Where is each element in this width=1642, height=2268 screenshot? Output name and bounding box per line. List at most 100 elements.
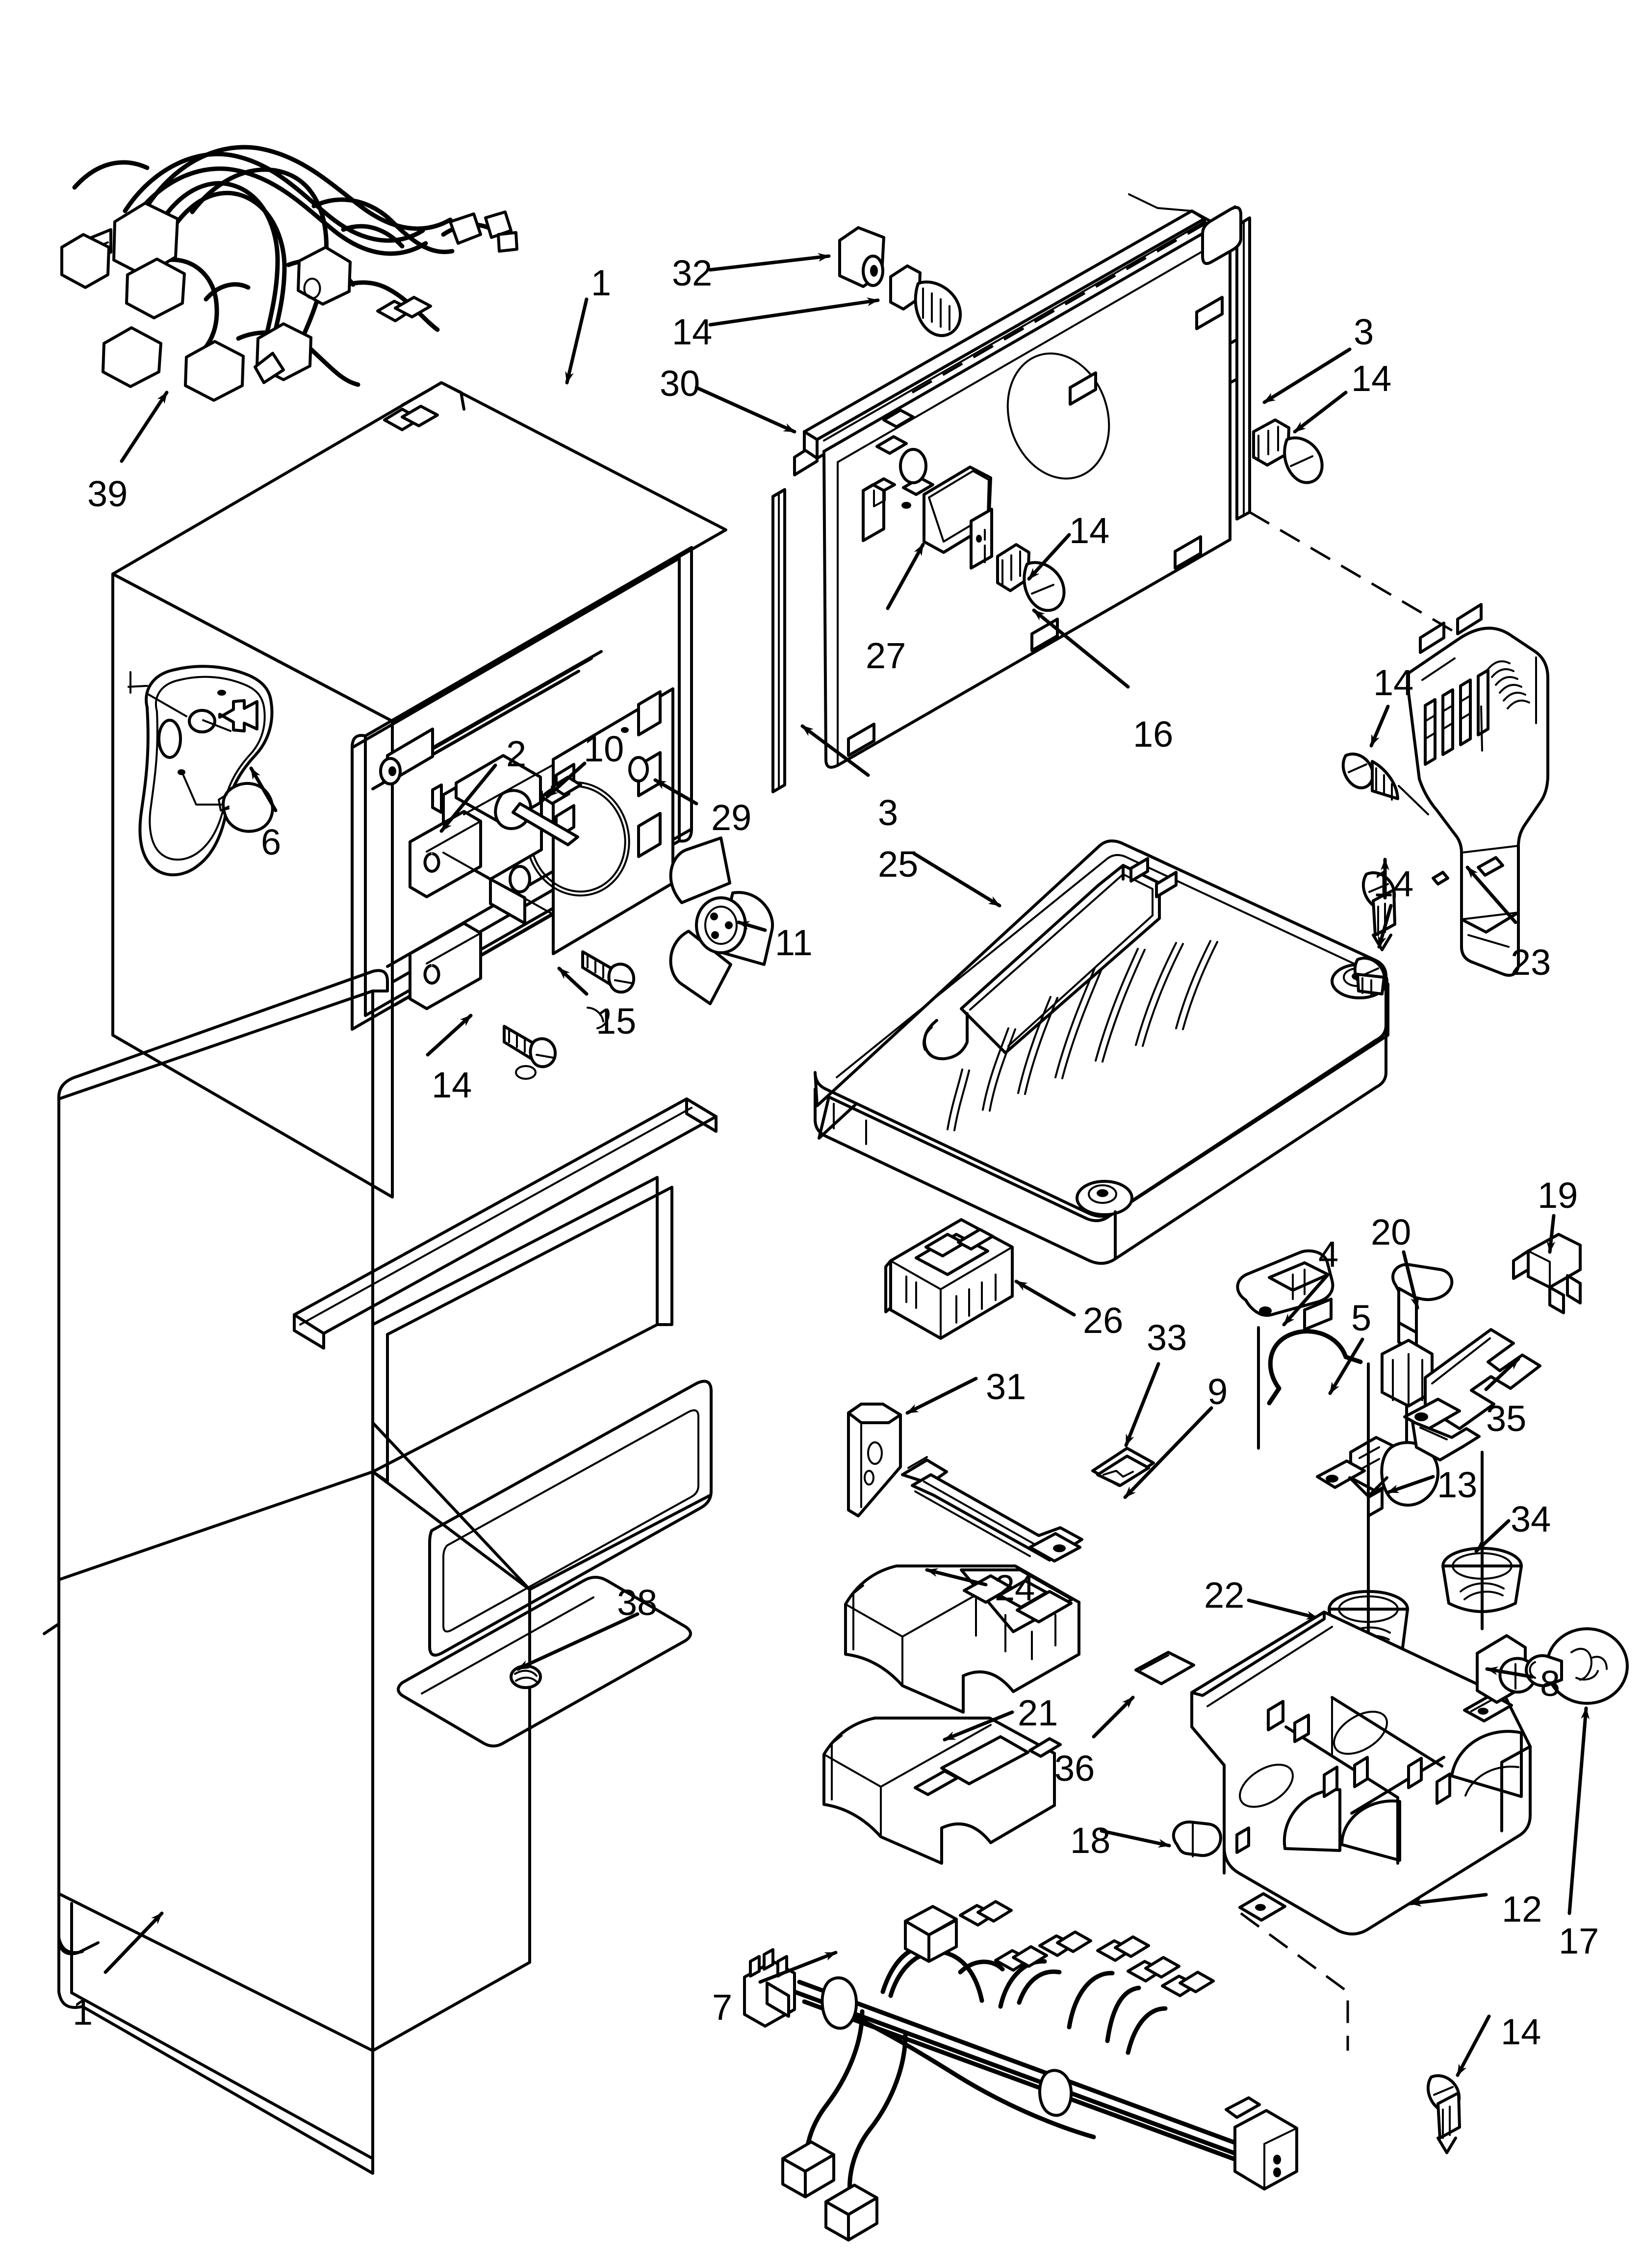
part-12-base-grille-pan: [1190, 1611, 1532, 1936]
leader-25: [912, 852, 1001, 908]
callout-number-14-c17: 14: [432, 1065, 472, 1105]
callout-number-32-c03: 32: [672, 253, 713, 293]
part-4-defrost-timer: [1236, 1249, 1334, 1450]
leader-1-upper: [565, 297, 589, 385]
leader-17: [1567, 1706, 1590, 1915]
callout-number-7-c44: 7: [712, 1987, 733, 2028]
leader-22: [1247, 1598, 1319, 1620]
leader-10: [545, 761, 587, 799]
part-19-terminal-connector: [1512, 1233, 1582, 1314]
leader-12: [1409, 1893, 1488, 1907]
callout-number-20-c24: 20: [1371, 1212, 1411, 1252]
leader-30: [694, 386, 796, 434]
leader-7: [758, 1951, 838, 1984]
callout-number-14-c07: 14: [1351, 358, 1392, 399]
callout-number-1-c02: 1: [591, 262, 612, 303]
leader-6: [249, 766, 278, 812]
callout-number-14-c21: 14: [1373, 863, 1414, 904]
leader-16: [1032, 608, 1130, 689]
leader-27: [886, 543, 925, 610]
leader-20: [1402, 1250, 1419, 1310]
callout-number-12-c41: 12: [1502, 1889, 1542, 1929]
leader-19: [1546, 1214, 1556, 1254]
part-39-wire-harness: [60, 145, 518, 431]
callout-number-11-c15: 11: [775, 922, 813, 963]
part-18-bulb-small: [1172, 1820, 1222, 1857]
callout-number-35-c31: 35: [1486, 1398, 1527, 1439]
callout-number-8-c39: 8: [1540, 1663, 1561, 1704]
callout-number-30-c05: 30: [660, 363, 700, 404]
part-33-clip-fastener: [1091, 1447, 1155, 1487]
callout-number-3-c18: 3: [878, 792, 898, 833]
callout-number-3-c06: 3: [1354, 312, 1374, 352]
leader-14-duct-b: [1377, 904, 1393, 949]
leader-11: [737, 920, 767, 932]
part-7-wire-harness-lower: [743, 1900, 1298, 2242]
callout-number-1-c43: 1: [73, 1992, 93, 2033]
callout-number-14-c08: 14: [1069, 510, 1110, 551]
leader-35: [1484, 1357, 1520, 1391]
callout-number-6-c14: 6: [261, 822, 282, 862]
part-9-linkage-rod: [901, 1456, 1083, 1563]
callout-number-19-c23: 19: [1538, 1175, 1578, 1216]
leader-33: [1124, 1362, 1160, 1447]
part-14-screw-bottom: [1426, 2074, 1461, 2154]
callout-number-14-c45: 14: [1501, 2011, 1541, 2052]
part-35-support-bracket: [1403, 1328, 1541, 1431]
leader-14-duct-a: [1369, 704, 1390, 748]
leader-14-rail: [1293, 391, 1348, 434]
leader-24: [925, 1568, 988, 1587]
leader-34: [1474, 1519, 1511, 1553]
callout-number-17-c42: 17: [1559, 1921, 1599, 1961]
callout-number-15-c16: 15: [596, 1001, 637, 1042]
part-24-light-housing-upper: [844, 1564, 1080, 1714]
part-13-roller-bracket: [1316, 1420, 1481, 1517]
callout-number-2-c11: 2: [506, 733, 527, 774]
callout-number-33-c28: 33: [1147, 1317, 1187, 1358]
leader-36: [1092, 1695, 1135, 1739]
leader-14-top: [708, 297, 880, 327]
part-34-cup-bearing: [1441, 1451, 1523, 1630]
callout-number-27-c09: 27: [866, 635, 906, 676]
part-32-spacer-bushing: [838, 226, 885, 288]
part-11-fan-blade: [669, 836, 774, 1005]
part-14-screw-rail: [1252, 418, 1324, 484]
callout-number-4-c25: 4: [1318, 1234, 1339, 1275]
leader-21: [943, 1710, 1014, 1742]
callout-number-22-c35: 22: [1204, 1575, 1245, 1616]
callout-number-14-c04: 14: [672, 312, 713, 352]
callout-number-9-c30: 9: [1207, 1371, 1228, 1412]
leader-38: [516, 1612, 640, 1671]
part-14-screw-top: [889, 264, 962, 337]
callout-number-23-c22: 23: [1511, 942, 1551, 983]
callout-number-29-c13: 29: [711, 797, 752, 838]
callout-number-26-c27: 26: [1083, 1300, 1124, 1341]
callout-number-13-c32: 13: [1437, 1464, 1478, 1505]
part-3-side-rail-right: [1201, 206, 1251, 521]
leader-13: [1386, 1475, 1435, 1494]
leader-31: [905, 1377, 978, 1415]
leader-4: [1282, 1274, 1329, 1327]
callout-number-31-c29: 31: [986, 1366, 1026, 1407]
leader-5: [1328, 1337, 1364, 1395]
leader-26: [1014, 1279, 1076, 1317]
leader-14-panel: [1027, 533, 1071, 581]
leader-8: [1485, 1666, 1534, 1679]
part-3-side-rail-left: [771, 488, 786, 793]
callout-number-34-c33: 34: [1511, 1499, 1551, 1539]
callout-number-14-c20: 14: [1373, 662, 1414, 703]
callout-number-38-c36: 38: [617, 1582, 658, 1623]
dashline-pan-bottom: [1240, 1912, 1349, 2051]
part-25-drip-pan: [814, 839, 1389, 1265]
leader-3-left: [800, 724, 870, 777]
leader-14-bottom: [1456, 2014, 1491, 2077]
leader-9: [1123, 1406, 1213, 1499]
leader-29: [653, 778, 698, 806]
callout-number-18-c40: 18: [1070, 1820, 1111, 1861]
part-1-cabinet-lower: [43, 969, 718, 2175]
part-26-control-module: [884, 1218, 1014, 1340]
callout-number-25-c19: 25: [878, 844, 919, 885]
leader-39: [120, 391, 169, 463]
